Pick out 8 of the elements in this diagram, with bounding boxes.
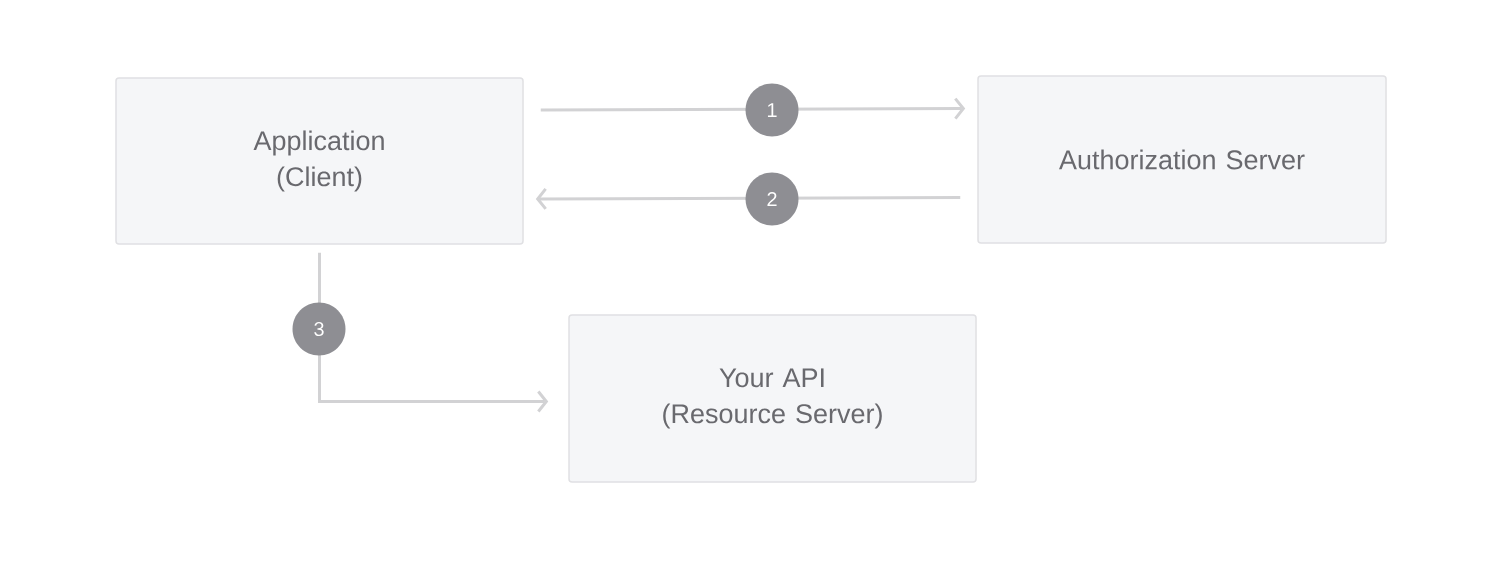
step-number: 2 bbox=[745, 172, 799, 226]
process-box: Authorization Server bbox=[977, 75, 1387, 244]
process-box: Your API (Resource Server) bbox=[568, 314, 977, 483]
arrow bbox=[535, 188, 961, 210]
process-box: Application (Client) bbox=[115, 77, 524, 245]
step-number: 1 bbox=[745, 83, 799, 137]
step-number: 3 bbox=[292, 302, 346, 356]
arrow bbox=[540, 97, 966, 120]
